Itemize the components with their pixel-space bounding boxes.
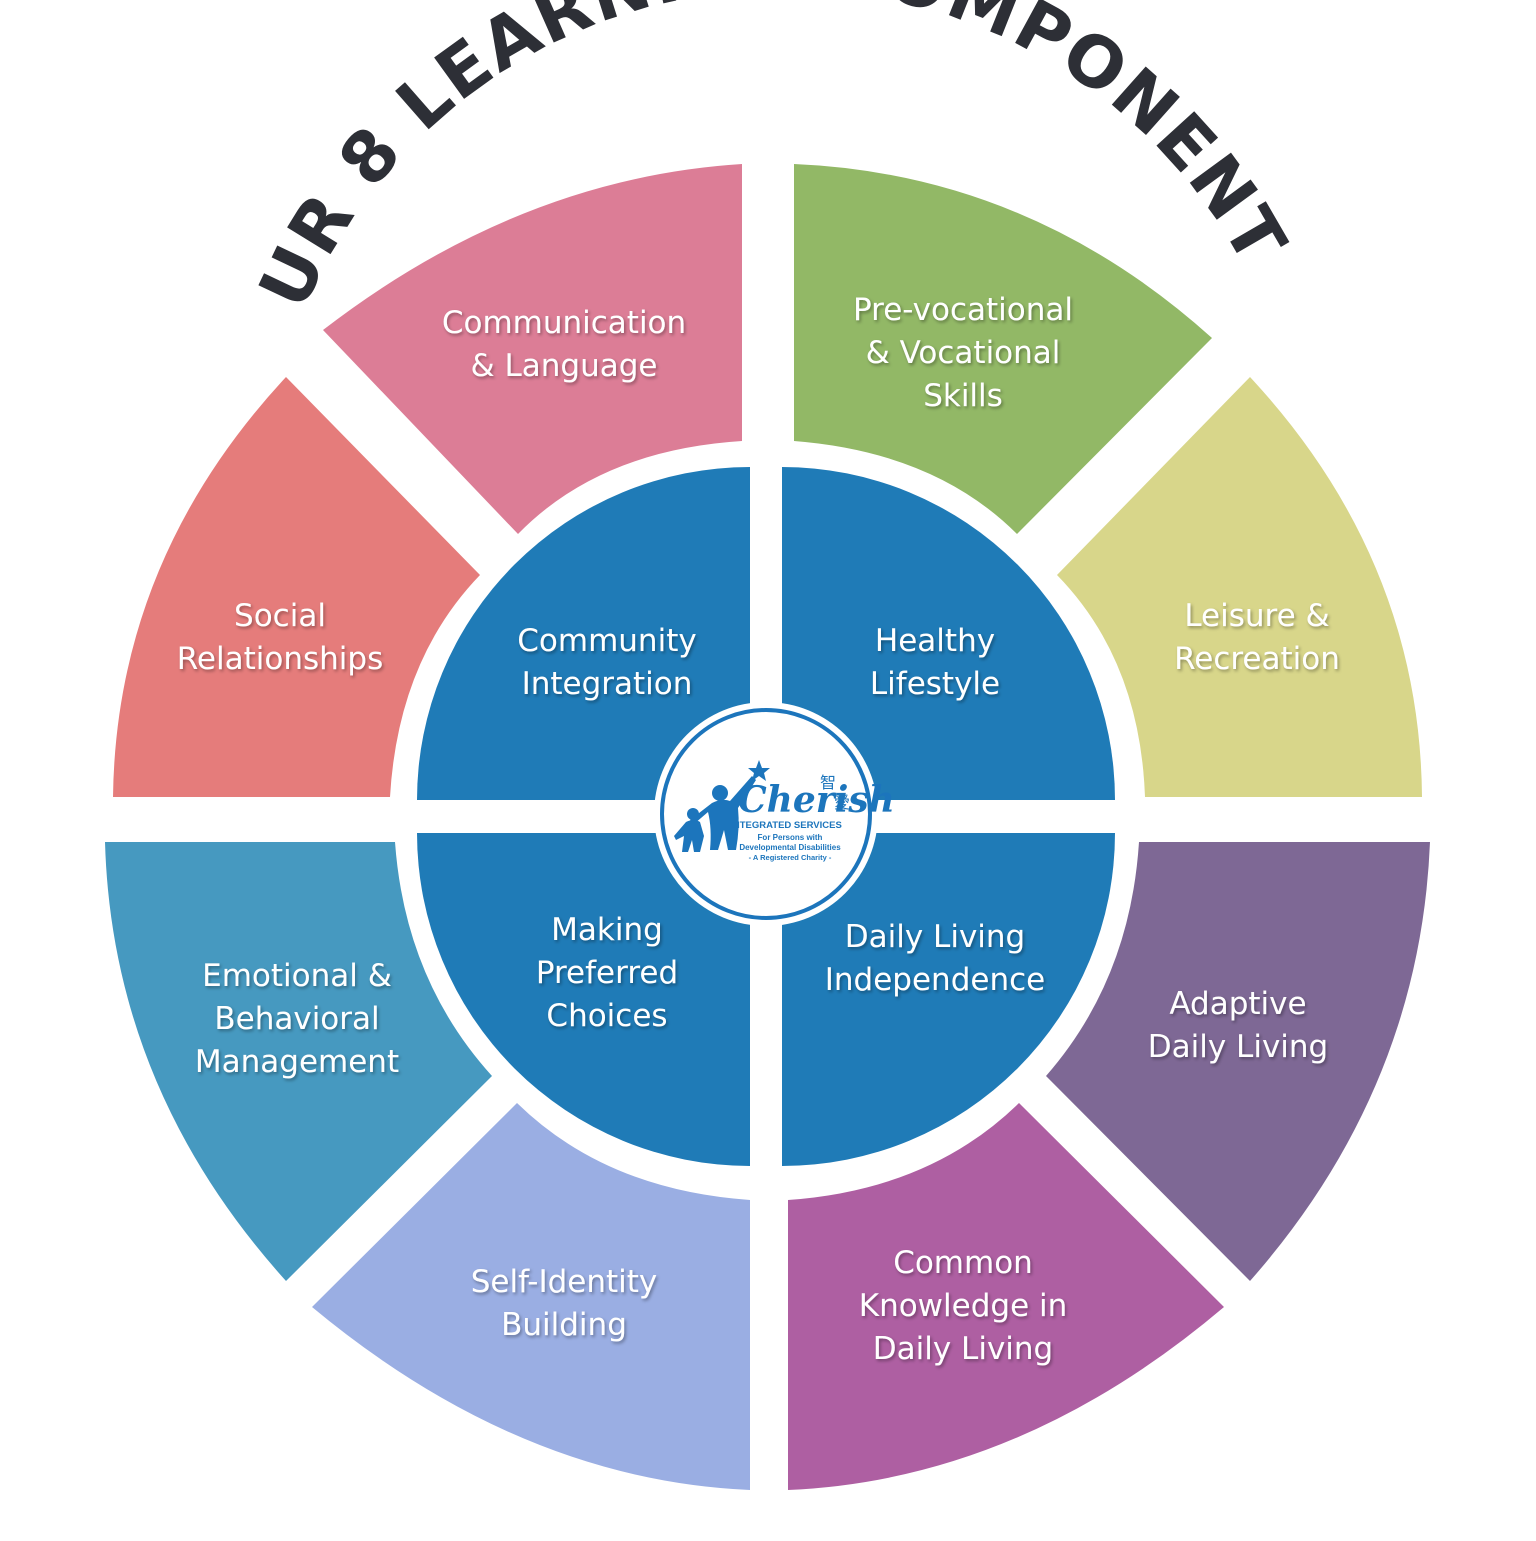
- label-making-preferred-choices-line: Choices: [546, 998, 667, 1034]
- label-emotional-line: Behavioral: [214, 1001, 379, 1037]
- label-making-preferred-choices-line: Making: [551, 912, 663, 948]
- segment-prevocational: [794, 164, 1212, 534]
- label-emotional-line: Management: [195, 1044, 399, 1080]
- segment-labels: Communication & Language Pre-vocational & V…: [177, 292, 1340, 1367]
- logo-line1: For Persons with: [758, 833, 823, 842]
- label-daily-living-independence-line: Independence: [825, 962, 1045, 998]
- label-leisure: Leisure & Recreation: [1174, 598, 1340, 677]
- logo-subtitle: INTEGRATED SERVICES: [730, 820, 842, 831]
- label-prevocational-line: & Vocational: [866, 335, 1061, 371]
- label-leisure-line: Leisure &: [1184, 598, 1329, 634]
- label-community-integration-line: Integration: [522, 666, 693, 702]
- label-communication-line: Communication: [442, 305, 686, 341]
- segment-self-identity: [312, 1103, 750, 1490]
- label-prevocational-line: Skills: [923, 378, 1003, 414]
- logo-line2: Developmental Disabilities: [739, 843, 841, 852]
- label-self-identity-line: Self-Identity: [471, 1264, 658, 1300]
- segment-communication: [323, 164, 742, 534]
- label-making-preferred-choices-line: Preferred: [536, 955, 678, 991]
- logo-ring: [660, 708, 872, 920]
- segment-social: [113, 377, 480, 797]
- label-self-identity-line: Building: [501, 1307, 627, 1343]
- segment-leisure: [1057, 377, 1422, 797]
- label-communication-line: & Language: [470, 348, 657, 384]
- people-icon: [674, 776, 756, 852]
- label-social-line: Relationships: [177, 641, 383, 677]
- label-common-knowledge-line: Common: [893, 1245, 1033, 1281]
- label-healthy-lifestyle-line: Lifestyle: [870, 666, 1000, 702]
- label-emotional-line: Emotional &: [202, 958, 392, 994]
- logo-line3: - A Registered Charity -: [749, 853, 832, 862]
- label-community-integration-line: Community: [517, 623, 696, 659]
- label-healthy-lifestyle-line: Healthy: [875, 623, 995, 659]
- label-common-knowledge-line: Knowledge in: [859, 1288, 1068, 1324]
- logo-name: Cherish: [738, 779, 895, 821]
- inner-community-integration: [417, 467, 750, 800]
- inner-healthy-lifestyle: [782, 467, 1115, 800]
- segment-emotional: [105, 842, 492, 1281]
- segment-common-knowledge: [788, 1103, 1224, 1490]
- label-common-knowledge-line: Daily Living: [873, 1331, 1053, 1367]
- label-adaptive-line: Adaptive: [1169, 986, 1306, 1022]
- label-communication: Communication & Language: [442, 305, 686, 384]
- label-social-line: Social: [234, 598, 326, 634]
- star-icon: [748, 760, 770, 781]
- inner-making-preferred-choices: [417, 833, 750, 1166]
- label-daily-living-independence-line: Daily Living: [845, 919, 1025, 955]
- label-leisure-line: Recreation: [1174, 641, 1340, 677]
- label-adaptive-line: Daily Living: [1148, 1029, 1328, 1065]
- segment-adaptive: [1046, 842, 1430, 1281]
- label-prevocational-line: Pre-vocational: [853, 292, 1073, 328]
- logo-chinese-top: 智: [820, 773, 836, 792]
- inner-daily-living-independence: [782, 833, 1115, 1166]
- logo-chinese-bottom: 愛: [834, 793, 850, 812]
- cherish-logo: Cherish 智 愛 INTEGRATED SERVICES For Pers…: [654, 702, 895, 926]
